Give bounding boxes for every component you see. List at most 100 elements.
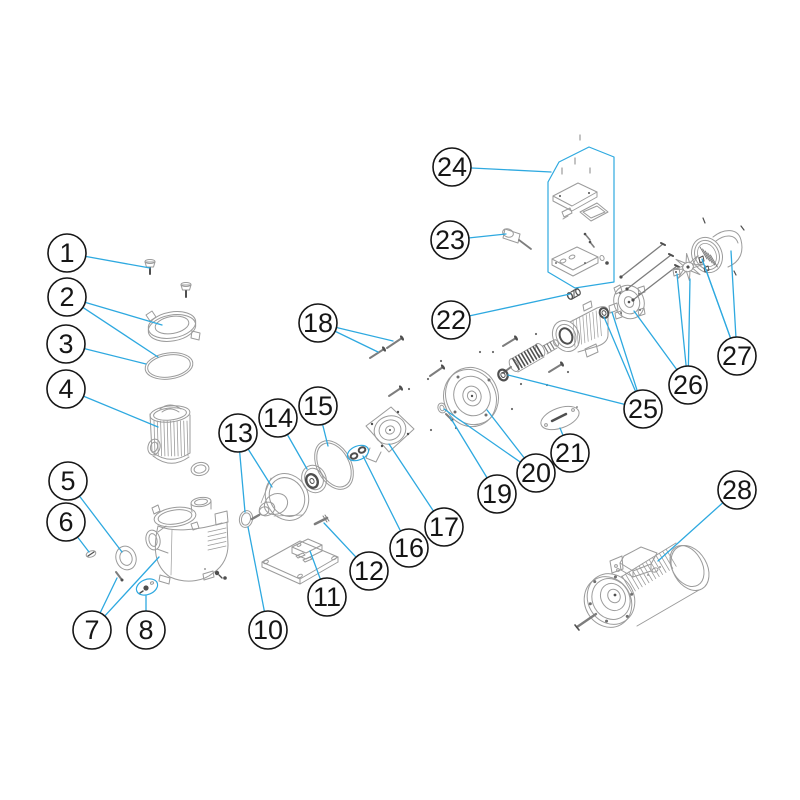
callout-number: 18 xyxy=(303,308,333,338)
leader-line-28 xyxy=(657,502,724,562)
callout-circle xyxy=(46,324,86,364)
callout-circle xyxy=(430,220,470,260)
callout-3[interactable]: 3 xyxy=(46,324,86,364)
leader-line-15 xyxy=(322,424,329,447)
callout-circle xyxy=(46,369,86,409)
leader-line-16 xyxy=(362,455,401,532)
part-24-outline xyxy=(547,146,615,289)
callout-16[interactable]: 16 xyxy=(389,528,429,568)
drain-fitting xyxy=(139,581,155,594)
leader-line-7 xyxy=(99,577,118,614)
callout-11[interactable]: 11 xyxy=(307,577,347,617)
strainer-basket xyxy=(147,404,210,477)
leader-line-26 xyxy=(676,273,687,367)
callout-7[interactable]: 7 xyxy=(72,610,112,650)
seal-plate xyxy=(365,406,415,463)
callout-21[interactable]: 21 xyxy=(550,433,590,473)
leader-line-2 xyxy=(85,301,163,326)
base-plate xyxy=(261,538,339,585)
part-8-highlight xyxy=(135,578,159,596)
leader-line-24 xyxy=(470,167,552,173)
callout-number: 11 xyxy=(313,582,341,612)
callout-number: 14 xyxy=(263,403,293,433)
callout-18[interactable]: 18 xyxy=(298,303,338,343)
leader-line-19 xyxy=(449,416,488,479)
leader-line-26 xyxy=(687,278,691,367)
leader-line-4 xyxy=(83,395,159,428)
callout-1[interactable]: 1 xyxy=(47,233,87,273)
leader-line-17 xyxy=(388,443,434,512)
callout-2[interactable]: 2 xyxy=(47,277,87,317)
leader-line-1 xyxy=(85,255,151,269)
part-16-highlight xyxy=(346,444,370,462)
callout-number: 4 xyxy=(58,374,73,404)
motor-assembly xyxy=(574,542,710,631)
callout-number: 16 xyxy=(394,533,424,563)
callout-8[interactable]: 8 xyxy=(126,610,166,650)
callout-5[interactable]: 5 xyxy=(48,461,88,501)
callout-circle xyxy=(389,528,429,568)
mechanical-seal xyxy=(301,464,327,494)
callout-14[interactable]: 14 xyxy=(258,398,298,438)
motor-flange xyxy=(443,366,499,428)
leader-line-25 xyxy=(507,374,625,405)
leader-line-27 xyxy=(705,269,732,339)
callout-17[interactable]: 17 xyxy=(424,507,464,547)
leader-line-20 xyxy=(443,408,521,463)
callout-24[interactable]: 24 xyxy=(432,147,472,187)
drain-pin xyxy=(115,571,124,582)
callout-25[interactable]: 25 xyxy=(623,389,663,429)
callout-circle xyxy=(424,507,464,547)
body-oring xyxy=(238,510,254,528)
callout-circle xyxy=(431,300,471,340)
callout-20[interactable]: 20 xyxy=(516,453,556,493)
callout-15[interactable]: 15 xyxy=(298,386,338,426)
callout-12[interactable]: 12 xyxy=(349,551,389,591)
callout-19[interactable]: 19 xyxy=(477,474,517,514)
rotor-shaft xyxy=(502,339,560,374)
leader-line-7 xyxy=(104,556,160,617)
terminal-box-parts xyxy=(551,134,609,277)
leader-line-22 xyxy=(469,293,571,317)
seal-counterface-pair xyxy=(349,446,367,460)
lid-thumb-screws xyxy=(144,259,192,298)
callout-number: 1 xyxy=(59,238,74,268)
callout-number: 24 xyxy=(437,152,467,182)
callout-number: 7 xyxy=(84,615,99,645)
leader-line-18 xyxy=(336,326,394,342)
callout-27[interactable]: 27 xyxy=(717,336,757,376)
callout-circle xyxy=(298,303,338,343)
leader-line-13 xyxy=(239,451,246,513)
leader-line-27 xyxy=(730,250,737,338)
callout-4[interactable]: 4 xyxy=(46,369,86,409)
callout-circle xyxy=(623,389,663,429)
callout-13[interactable]: 13 xyxy=(218,413,258,453)
leader-line-20 xyxy=(486,409,525,459)
callout-28[interactable]: 28 xyxy=(717,470,757,510)
leader-line-23 xyxy=(468,233,507,239)
callout-26[interactable]: 26 xyxy=(668,365,708,405)
callout-circle xyxy=(258,398,298,438)
callout-22[interactable]: 22 xyxy=(431,300,471,340)
callout-23[interactable]: 23 xyxy=(430,220,470,260)
callout-10[interactable]: 10 xyxy=(248,610,288,650)
callout-number: 10 xyxy=(253,615,283,645)
leader-lines xyxy=(77,167,737,617)
callout-circle xyxy=(550,433,590,473)
callout-number: 6 xyxy=(58,507,73,537)
lid-gasket xyxy=(144,352,194,380)
rear-bearing xyxy=(598,307,610,319)
leader-line-14 xyxy=(286,434,308,470)
pin-fastener xyxy=(313,514,330,526)
callout-6[interactable]: 6 xyxy=(46,502,86,542)
fan-nut xyxy=(672,267,681,277)
callout-circle xyxy=(48,461,88,501)
callout-circle xyxy=(668,365,708,405)
mounting-screws xyxy=(369,335,405,359)
leader-line-21 xyxy=(559,427,564,436)
flange-washer xyxy=(437,402,447,414)
leader-line-13 xyxy=(247,448,273,488)
pump-body xyxy=(145,496,229,585)
